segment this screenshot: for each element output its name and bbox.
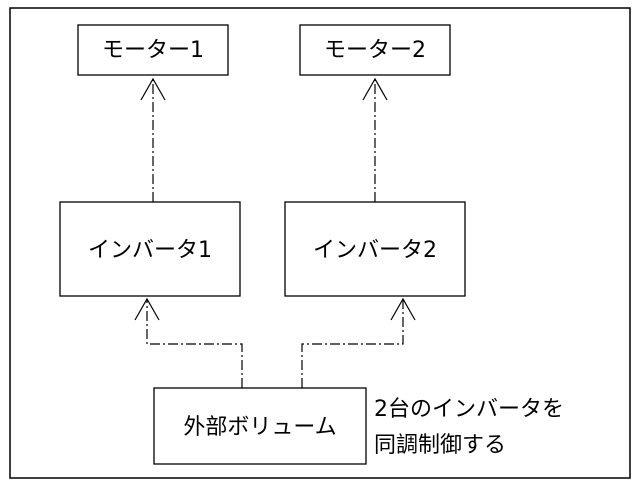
motor-2-node: モーター2 [299, 24, 451, 76]
external-volume-node: 外部ボリューム [153, 387, 367, 465]
edge-volume-to-inverter1 [134, 297, 243, 388]
edge-inverter1-to-motor1 [140, 77, 166, 202]
sync-control-note-line-2: 同調制御する [374, 433, 506, 458]
edge-volume-inverter2-line [301, 300, 404, 388]
motor-1-box [77, 24, 229, 76]
edge-volume-to-inverter2 [301, 297, 416, 388]
inverter-1-label: インバータ1 [88, 238, 212, 263]
edge-volume-inverter1-arrowhead [134, 297, 160, 321]
inverter-2-node: インバータ2 [284, 201, 466, 297]
diagram-frame [9, 7, 631, 479]
inverter-1-box [59, 201, 241, 297]
motor-1-node: モーター1 [77, 24, 229, 76]
edge-volume-inverter2-arrowhead [390, 297, 416, 321]
motor-2-box [299, 24, 451, 76]
inverter-2-label: インバータ2 [313, 238, 437, 263]
inverter-1-node: インバータ1 [59, 201, 241, 297]
inverter-2-box [284, 201, 466, 297]
edge-inverter1-motor1-arrowhead [140, 77, 166, 101]
edge-volume-inverter1-line [146, 300, 243, 388]
sync-control-note-line-1: 2台のインバータを [374, 397, 564, 422]
external-volume-box [153, 387, 367, 465]
external-volume-label: 外部ボリューム [183, 415, 336, 440]
edge-inverter2-motor2-arrowhead [362, 77, 388, 101]
edge-inverter2-to-motor2 [362, 77, 388, 202]
motor-1-label: モーター1 [102, 38, 204, 63]
motor-2-label: モーター2 [324, 38, 426, 63]
